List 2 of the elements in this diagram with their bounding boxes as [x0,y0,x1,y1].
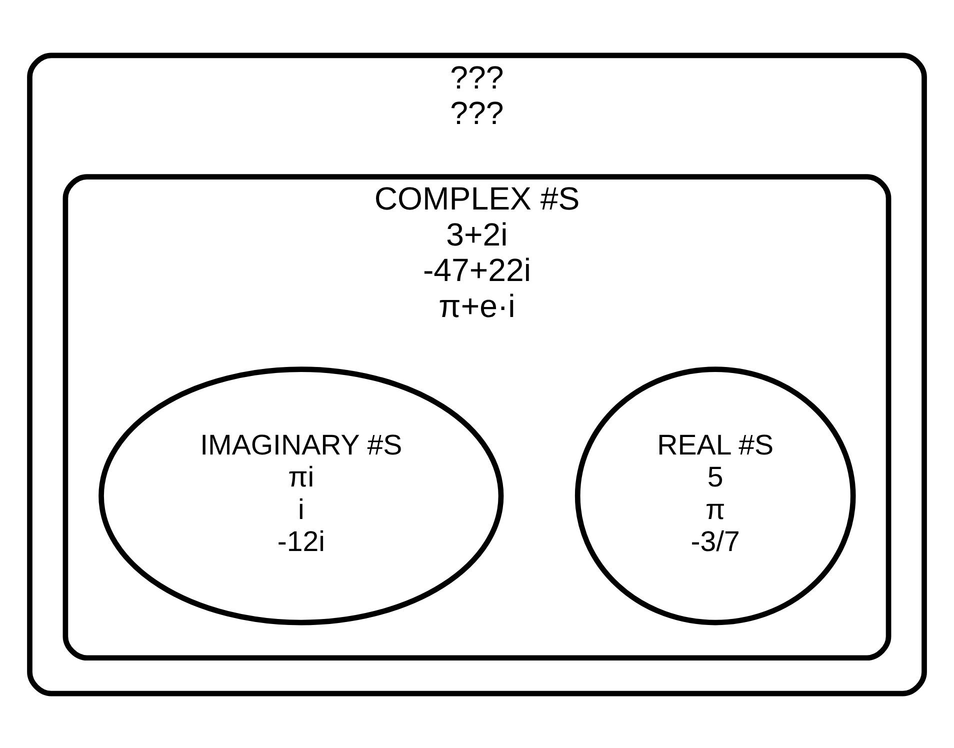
node-ellipse: IMAGINARY #S πi i -12i [98,366,504,625]
node-circle: REAL #S 5 π -3/7 [574,366,856,625]
